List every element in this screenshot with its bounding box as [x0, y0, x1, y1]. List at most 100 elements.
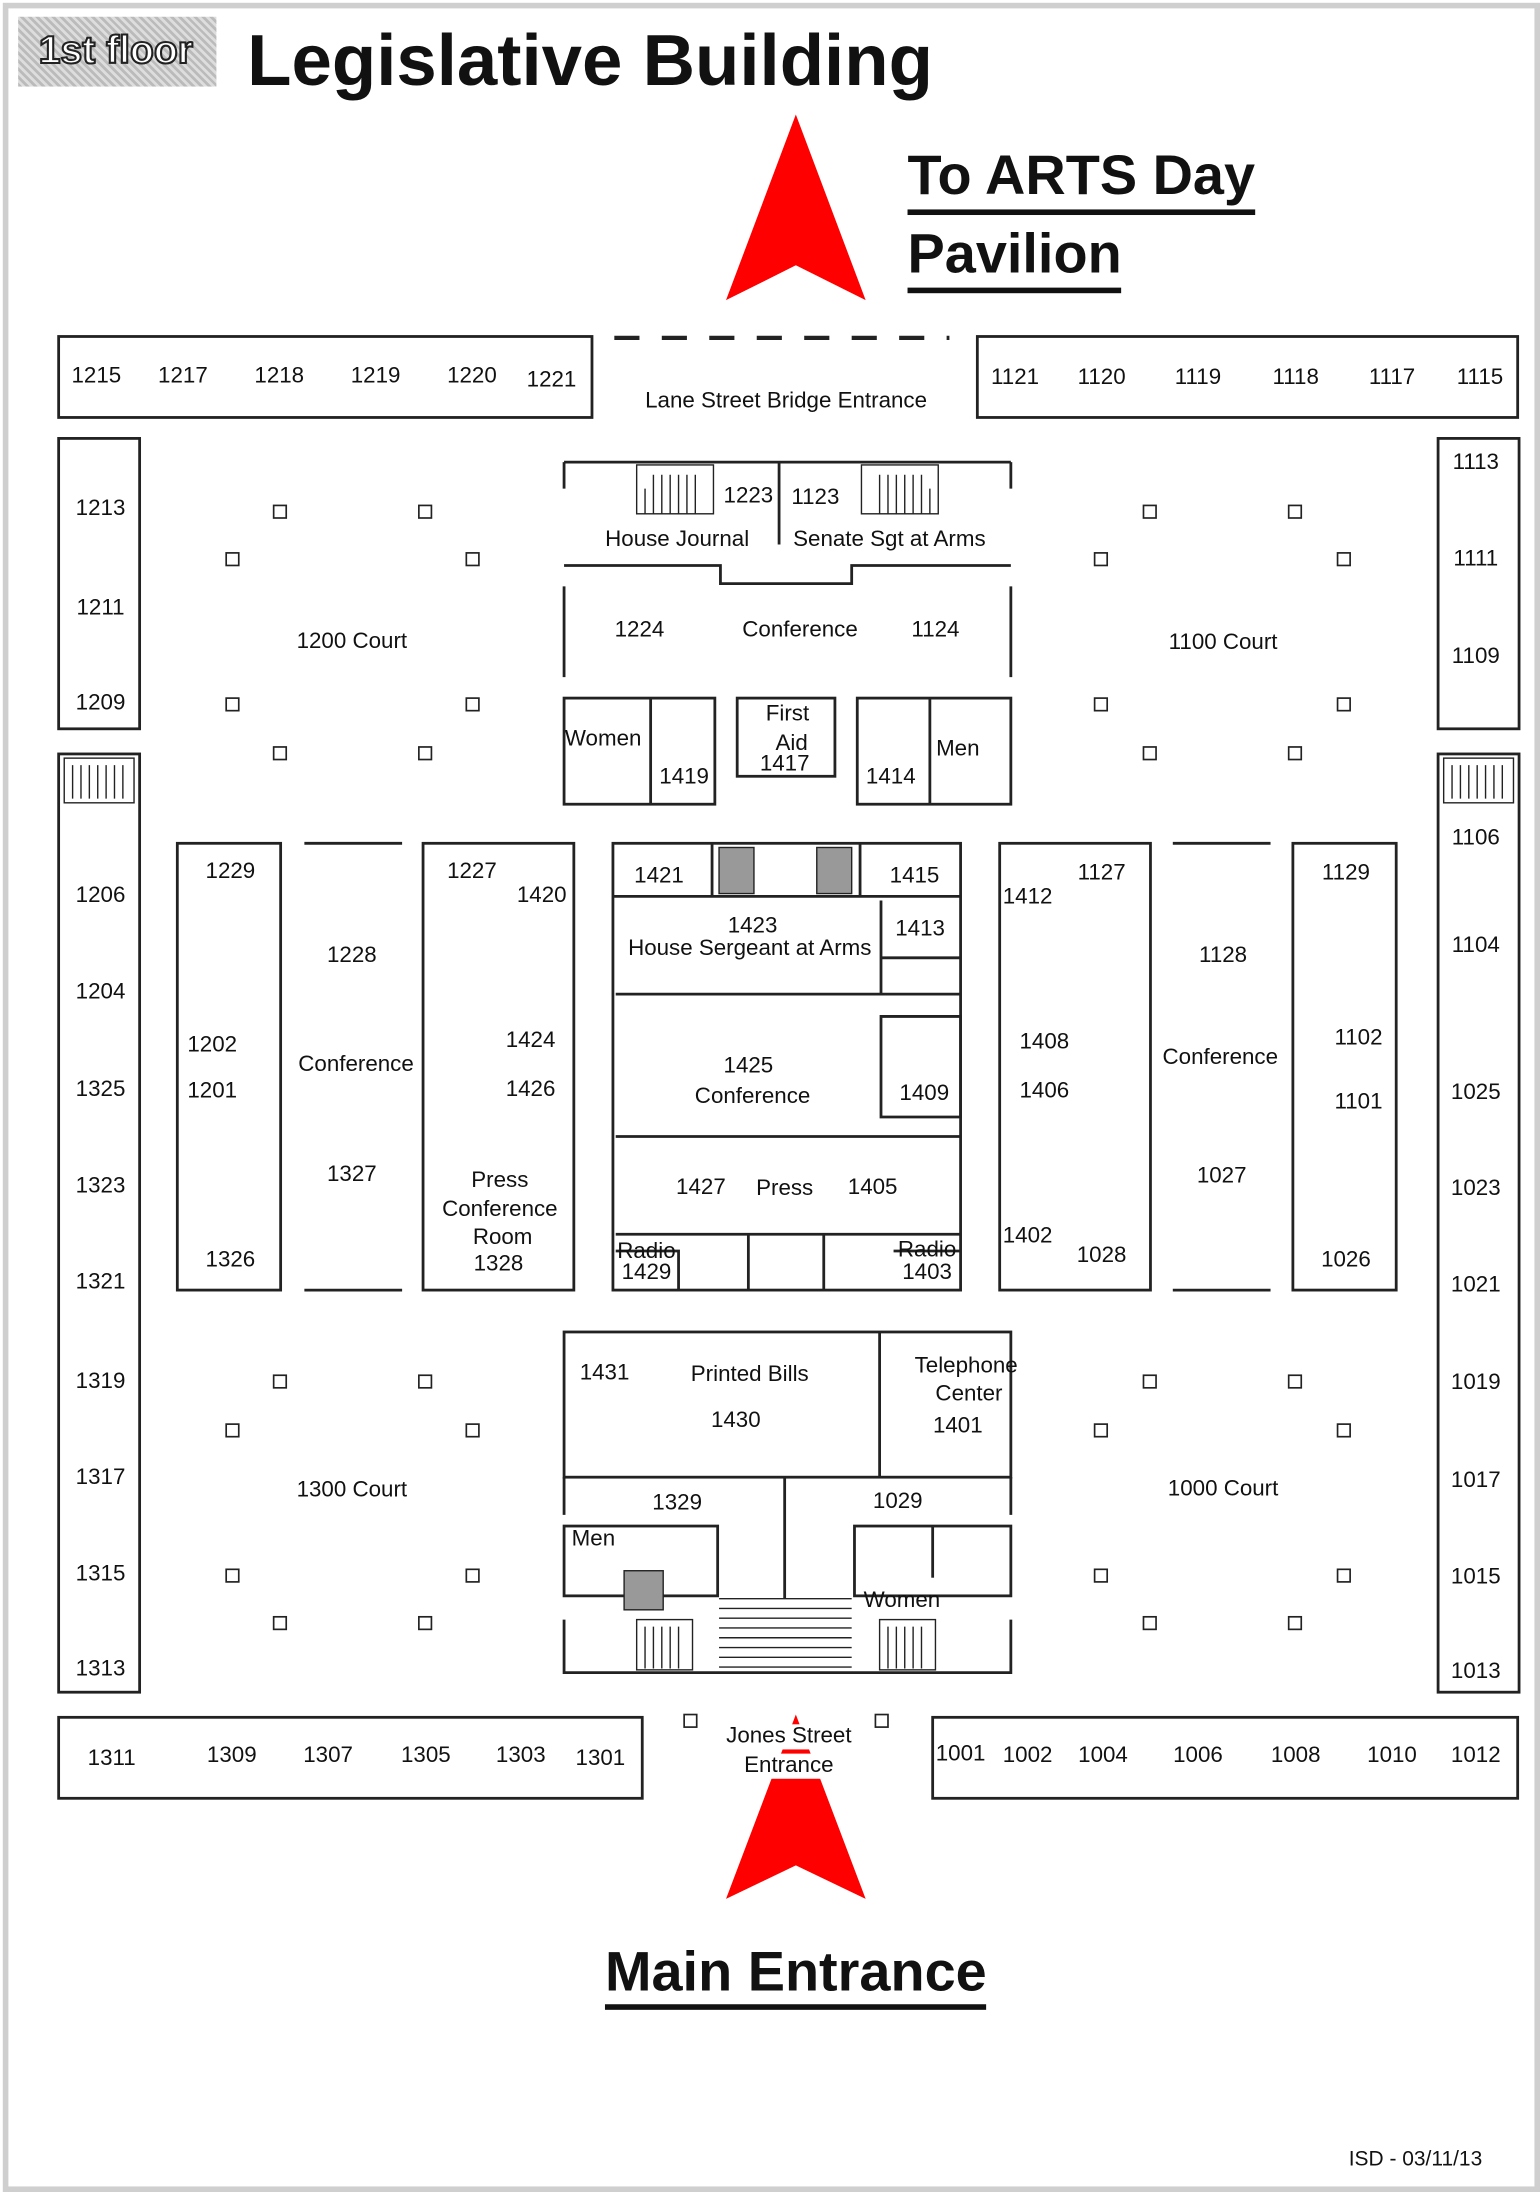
- room-label: 1129: [1321, 861, 1370, 886]
- room-label: 1317: [75, 1466, 126, 1490]
- room-label: 1409: [899, 1082, 950, 1106]
- court-1000-label: 1000 Court: [1167, 1477, 1279, 1501]
- room-label: House Sergeant at Arms: [628, 936, 872, 961]
- north-west-wing: [57, 335, 594, 419]
- room-label: 1204: [75, 980, 126, 1004]
- room-label: 1426: [505, 1077, 556, 1102]
- room-label: 1202: [187, 1033, 238, 1057]
- room-label: Radio: [897, 1238, 957, 1263]
- room-label: 1215: [71, 364, 122, 389]
- room-label: 1414: [865, 765, 916, 789]
- room-label: 1406: [1019, 1079, 1070, 1103]
- room-label: 1430: [710, 1408, 761, 1433]
- room-label: 1408: [1019, 1030, 1070, 1055]
- room-label: 1224: [614, 618, 665, 643]
- room-label: 1127: [1077, 861, 1126, 886]
- room-label: 1004: [1078, 1743, 1128, 1768]
- room-label: Conference: [1162, 1045, 1279, 1070]
- west-wing-lower: [57, 752, 142, 1694]
- east-wing-upper: [1436, 437, 1521, 731]
- room-label: 1027: [1196, 1164, 1247, 1189]
- room-label: 1427: [676, 1175, 726, 1200]
- room-label: 1113: [1452, 450, 1499, 475]
- first-aid-label: Aid: [775, 731, 808, 756]
- room-label: 1029: [872, 1489, 923, 1514]
- floor-badge: 1st floor: [18, 16, 217, 87]
- main-entrance-label: Main Entrance: [604, 1941, 987, 2010]
- room-label: 1213: [75, 497, 126, 521]
- room-label: 1023: [1450, 1176, 1501, 1201]
- restroom-men-label: Men: [571, 1527, 616, 1552]
- room-label: 1201: [187, 1079, 238, 1103]
- room-label: 1010: [1367, 1743, 1417, 1768]
- room-label: Press: [471, 1168, 529, 1193]
- room-label: 1012: [1450, 1743, 1501, 1768]
- room-label: 1413: [895, 917, 945, 942]
- room-label: 1421: [634, 864, 684, 888]
- room-label: 1101: [1334, 1090, 1383, 1115]
- room-label: 1315: [75, 1562, 126, 1587]
- room-label: Radio: [617, 1239, 676, 1264]
- room-label: 1106: [1451, 826, 1500, 851]
- room-label: 1117: [1368, 365, 1416, 390]
- room-label: 1104: [1451, 934, 1500, 958]
- room-label: 1006: [1173, 1743, 1223, 1768]
- room-label: 1017: [1450, 1468, 1501, 1493]
- restroom-women-label: Women: [863, 1588, 941, 1613]
- room-label: 1218: [254, 364, 305, 389]
- room-label: 1319: [75, 1369, 126, 1394]
- room-label: 1102: [1334, 1026, 1383, 1050]
- room-label: 1008: [1270, 1743, 1321, 1768]
- room-label: Senate Sgt at Arms: [793, 527, 986, 552]
- room-label: Telephone: [914, 1354, 1018, 1379]
- room-label: 1025: [1450, 1080, 1501, 1105]
- room-label: 1313: [75, 1657, 126, 1682]
- east-wing-lower: [1436, 752, 1521, 1694]
- room-label: 1415: [889, 864, 940, 888]
- room-label: 1403: [902, 1260, 952, 1285]
- arts-line-1: To ARTS Day: [907, 142, 1256, 216]
- room-label: 1209: [75, 691, 126, 715]
- room-label: Room: [472, 1225, 533, 1250]
- room-label: 1219: [350, 364, 401, 389]
- room-label: 1206: [75, 883, 126, 908]
- room-label: 1326: [205, 1248, 256, 1272]
- south-west-wing: [57, 1715, 644, 1800]
- room-label: 1329: [652, 1491, 703, 1515]
- room-label: 1118: [1272, 365, 1319, 390]
- floor-badge-label: 1st floor: [38, 27, 194, 72]
- room-label: 1321: [75, 1270, 126, 1295]
- room-label: 1002: [1002, 1743, 1053, 1768]
- court-1200-label: 1200 Court: [296, 629, 408, 654]
- first-aid-label: First: [765, 702, 810, 727]
- room-label: Printed Bills: [690, 1362, 809, 1387]
- room-label: 1026: [1321, 1248, 1371, 1272]
- room-label: 1325: [75, 1077, 126, 1102]
- room-label: Conference: [694, 1084, 811, 1109]
- room-label: 1227: [447, 860, 497, 884]
- court-1100-label: 1100 Court: [1168, 631, 1278, 655]
- restroom-men-label: Men: [936, 737, 980, 761]
- room-label: 1028: [1076, 1244, 1127, 1268]
- room-label: 1109: [1451, 645, 1500, 669]
- jones-street-label: Jones Street: [723, 1724, 855, 1750]
- north-east-wing: [975, 335, 1520, 419]
- room-label: Conference: [298, 1052, 414, 1077]
- room-label: Center: [935, 1382, 1003, 1406]
- west-wing-upper: [57, 437, 142, 731]
- south-arrow-icon: [726, 1714, 866, 1899]
- room-label: 1121: [991, 365, 1040, 390]
- room-label: 1417: [759, 752, 810, 777]
- room-label: 1301: [575, 1746, 626, 1771]
- room-label: 1401: [932, 1414, 983, 1439]
- room-label: 1115: [1456, 365, 1504, 390]
- room-label: 1021: [1450, 1273, 1501, 1298]
- room-label: 1429: [621, 1260, 672, 1285]
- room-label: 1419: [659, 765, 709, 789]
- room-label: 1124: [911, 618, 960, 643]
- room-label: 1311: [87, 1746, 136, 1771]
- room-label: 1412: [1002, 885, 1053, 909]
